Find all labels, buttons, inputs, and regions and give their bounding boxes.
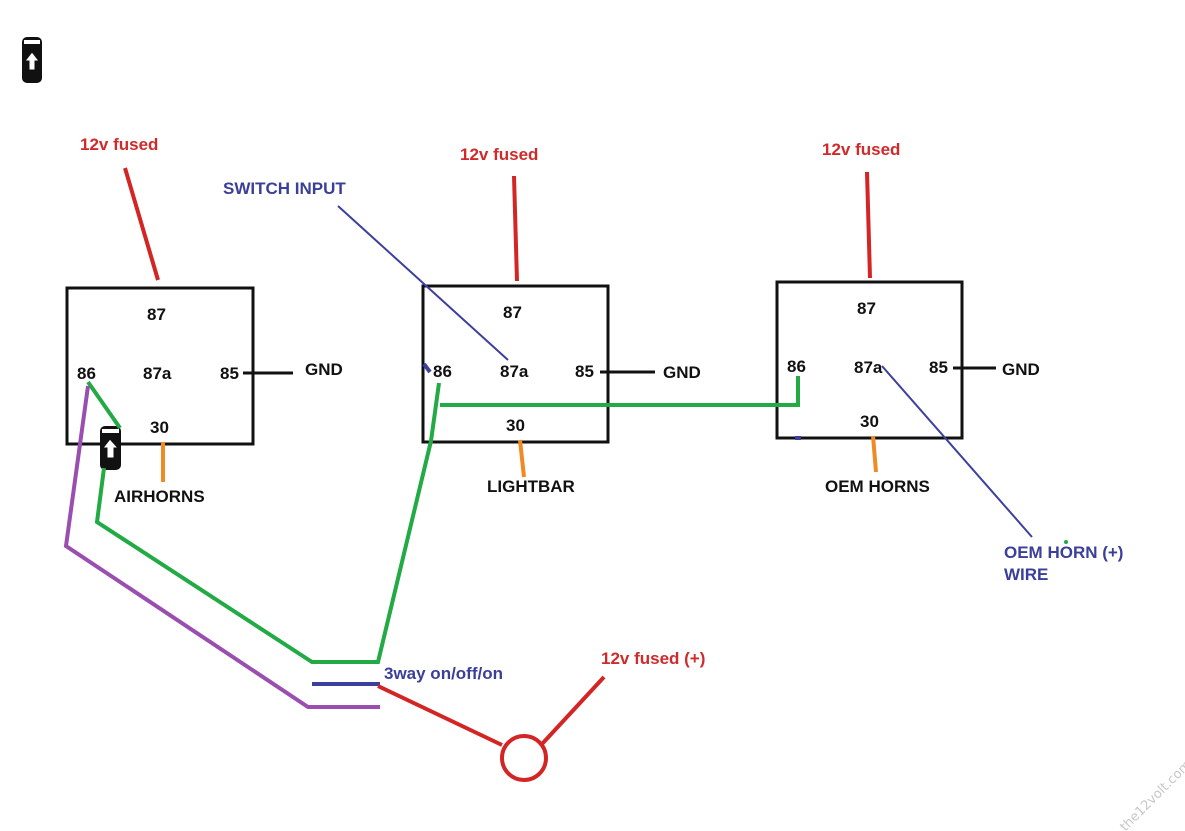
relay-1-pin-85: 85 (220, 364, 239, 383)
relay-2-pin-86-tick (422, 362, 432, 374)
relay-1-internal-trigger-wire (86, 380, 122, 430)
switch-input-label: SWITCH INPUT (223, 179, 346, 198)
relay-2-supply-wire (512, 175, 519, 282)
relay-1-pin-87: 87 (147, 305, 166, 324)
relay-1-load-label: AIRHORNS (114, 487, 205, 506)
oem-horn-wire (881, 365, 1033, 538)
relay-3-body (775, 280, 964, 440)
relay-2-pin-87a: 87a (500, 362, 529, 381)
relay-2-supply-label: 12v fused (460, 145, 538, 164)
switch-supply-wire (540, 675, 606, 746)
relay-1-pin-86: 86 (77, 364, 96, 383)
relay-2-load-label: LIGHTBAR (487, 477, 575, 496)
relay-airhorns: 87 86 87a 85 30 (65, 286, 255, 446)
switch-feed-wire (377, 684, 503, 747)
relay-2-pin-30: 30 (506, 416, 525, 435)
watermark-text: the12volt.com (1117, 757, 1185, 831)
relay-2-gnd-label: GND (663, 363, 701, 382)
switch-supply-label: 12v fused (+) (601, 649, 705, 668)
relay-1-trigger-wire (94, 382, 441, 664)
watermark-seal: the12volt.com (1117, 757, 1185, 831)
upload-icon[interactable] (22, 37, 42, 83)
relay-1-pin-87a: 87a (143, 364, 172, 383)
relay-3-pin-86: 86 (787, 357, 806, 376)
oem-wire-dot (1064, 540, 1068, 544)
relay-2-body (421, 284, 610, 444)
fuse-circle-icon (500, 734, 548, 782)
relay-2-to-relay-3-trigger-wire (440, 376, 800, 407)
relay-3-pin-30: 30 (860, 412, 879, 431)
switch-input-wire (337, 205, 509, 361)
relay-3-pin-87: 87 (857, 299, 876, 318)
relay-1-supply-label: 12v fused (80, 135, 158, 154)
relay-1-alt-switch-wire (63, 385, 380, 709)
relay-2-pin-87: 87 (503, 303, 522, 322)
relay-3-supply-wire (865, 171, 872, 279)
relay-lightbar: 87 86 87a 85 30 (421, 284, 610, 444)
relay-1-supply-wire (123, 167, 160, 281)
relay-oem-horns: 87 86 87a 85 30 (775, 280, 964, 440)
relay-1-body (65, 286, 255, 446)
relay-3-load-wire (871, 435, 878, 473)
upload-icon-small[interactable] (100, 426, 121, 470)
relay-3-supply-label: 12v fused (822, 140, 900, 159)
relay-3-load-label: OEM HORNS (825, 477, 930, 496)
oem-wire-label-line1: OEM HORN (+) (1004, 543, 1123, 562)
relay-2-pin-85: 85 (575, 362, 594, 381)
relay-3-pin-87a: 87a (854, 358, 883, 377)
relay-3-pin-85: 85 (929, 358, 948, 377)
relay-1-gnd-label: GND (305, 360, 343, 379)
relay-2-pin-86: 86 (433, 362, 452, 381)
oem-wire-label-line2: WIRE (1004, 565, 1048, 584)
relay-2-load-wire (518, 439, 526, 478)
relay-1-pin-30: 30 (150, 418, 169, 437)
switch-label: 3way on/off/on (384, 664, 503, 683)
relay-3-gnd-label: GND (1002, 360, 1040, 379)
